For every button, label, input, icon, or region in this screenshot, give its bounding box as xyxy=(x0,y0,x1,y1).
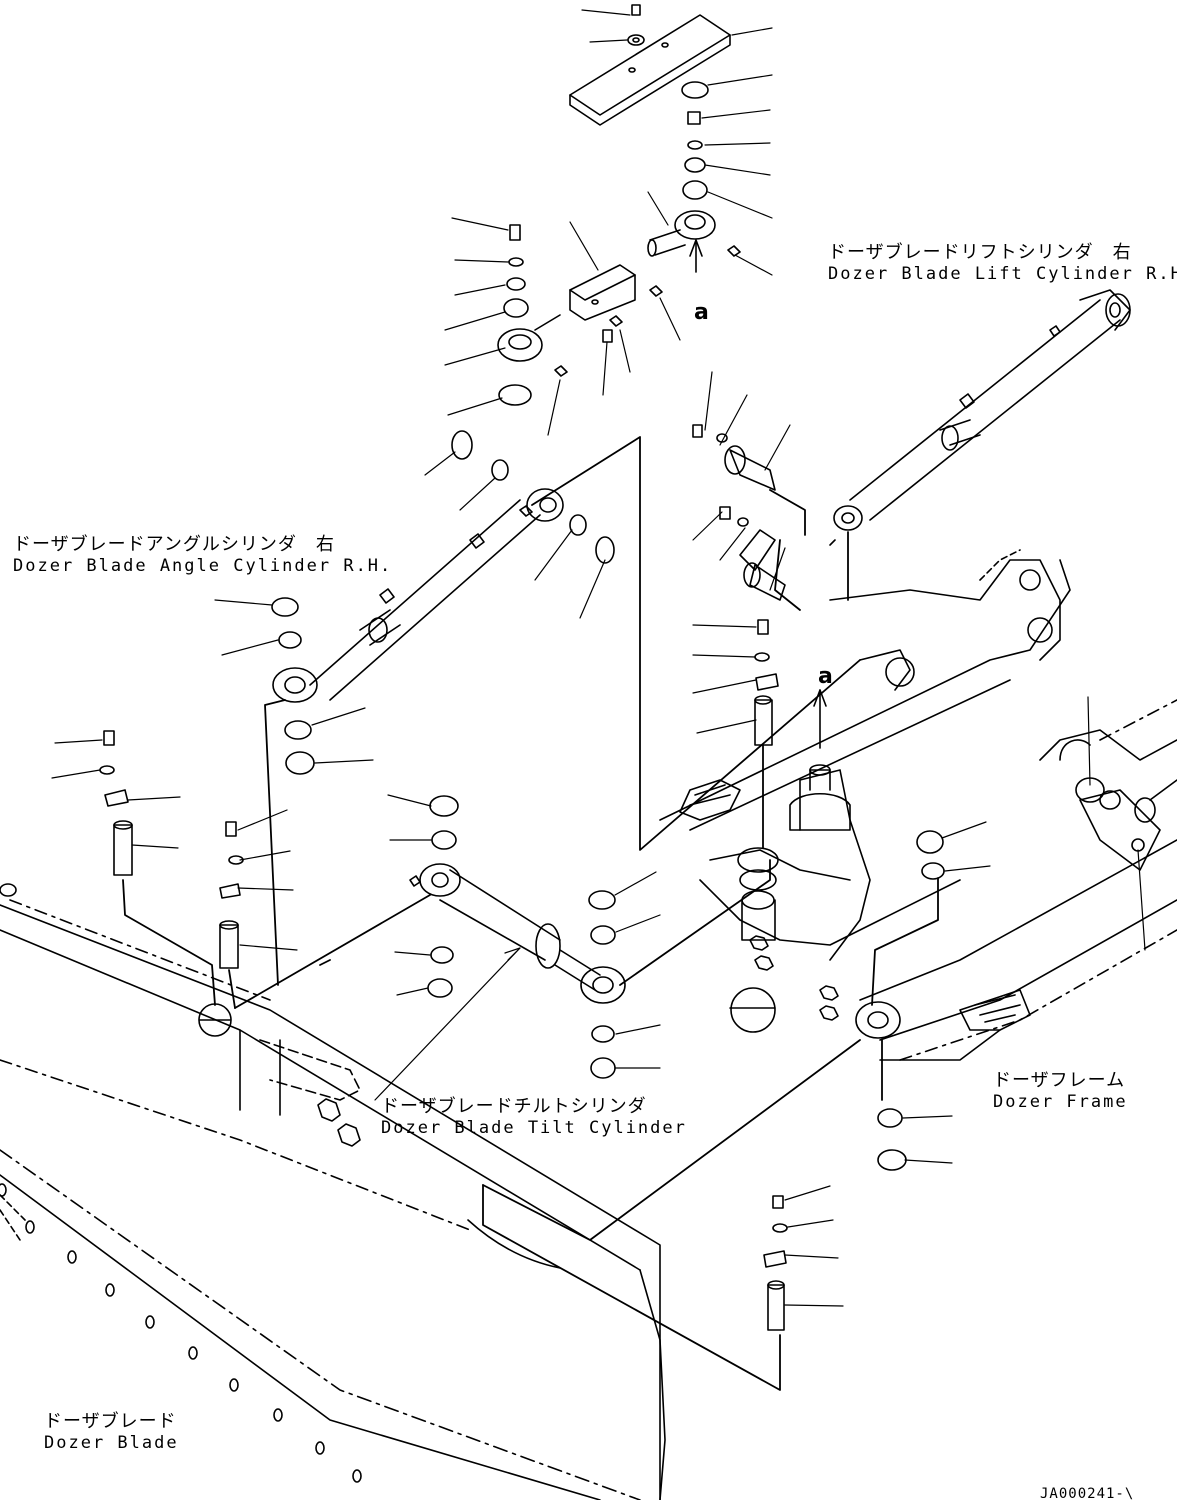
loose-parts xyxy=(100,425,944,1330)
detail-arrows xyxy=(690,240,826,748)
lift-cylinder-label-ja: ドーザブレードリフトシリンダ 右 xyxy=(828,242,1132,263)
tilt-cylinder-label-en: Dozer Blade Tilt Cylinder xyxy=(381,1118,687,1138)
lift-cylinder xyxy=(830,290,1130,545)
angle-cylinder-label-en: Dozer Blade Angle Cylinder R.H. xyxy=(13,556,393,576)
callout-leaders xyxy=(52,10,1145,1306)
angle-cylinder xyxy=(273,489,563,702)
lift-cylinder-label-en: Dozer Blade Lift Cylinder R.H xyxy=(828,264,1177,284)
dozer-frame-label-ja: ドーザフレーム xyxy=(993,1070,1126,1091)
dozer-frame-label-en: Dozer Frame xyxy=(993,1092,1128,1112)
assembly-lines xyxy=(123,437,938,1390)
blade-hole-row xyxy=(0,1184,361,1482)
swivel-joint xyxy=(498,225,662,405)
tilt-cylinder xyxy=(410,864,625,1003)
dozer-frame xyxy=(660,550,1177,1060)
dozer-blade-label-en: Dozer Blade xyxy=(44,1433,179,1453)
dozer-blade-label-ja: ドーザブレード xyxy=(44,1411,177,1432)
angle-cylinder-label-ja: ドーザブレードアングルシリンダ 右 xyxy=(13,534,335,555)
tilt-cylinder-label-ja: ドーザブレードチルトシリンダ xyxy=(381,1096,647,1117)
detail-marker-a-mid: a xyxy=(818,664,833,689)
drawing-code: JA000241-\ xyxy=(1040,1486,1135,1502)
dozer-blade xyxy=(0,884,665,1500)
detail-marker-a-top: a xyxy=(694,300,709,325)
top-bracket xyxy=(570,5,740,256)
